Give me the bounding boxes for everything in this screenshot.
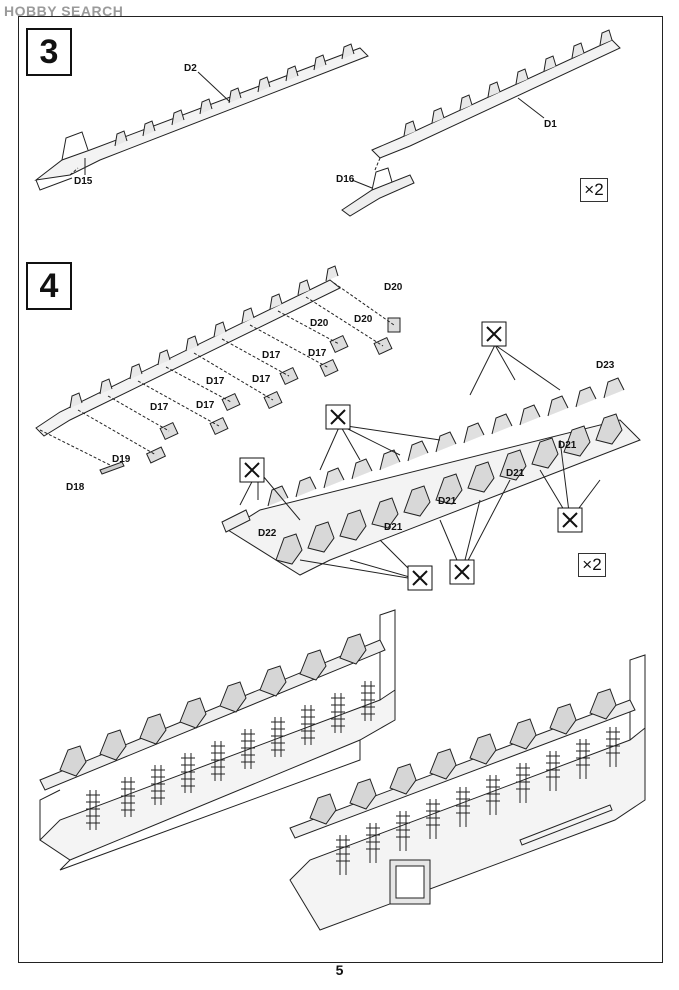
part-label-d21: D21: [506, 468, 525, 479]
part-label-d2: D2: [184, 63, 197, 74]
part-label-d23: D23: [596, 360, 615, 371]
step-4-number: 4: [26, 262, 72, 310]
step-4-multiplier: ×2: [578, 553, 606, 577]
part-label-d20: D20: [384, 282, 403, 293]
part-label-d17: D17: [196, 400, 215, 411]
watermark: HOBBY SEARCH: [4, 3, 124, 19]
step-3-multiplier: ×2: [580, 178, 608, 202]
part-label-d17: D17: [262, 350, 281, 361]
part-label-d17: D17: [252, 374, 271, 385]
page-number: 5: [335, 962, 344, 978]
step-3-number: 3: [26, 28, 72, 76]
part-label-d21: D21: [438, 496, 457, 507]
page-frame: [18, 16, 663, 963]
part-label-d20: D20: [354, 314, 373, 325]
part-label-d17: D17: [150, 402, 169, 413]
part-label-d1: D1: [544, 119, 557, 130]
part-label-d20: D20: [310, 318, 329, 329]
part-label-d17: D17: [308, 348, 327, 359]
part-label-d17: D17: [206, 376, 225, 387]
part-label-d21: D21: [384, 522, 403, 533]
part-label-d18: D18: [66, 482, 85, 493]
part-label-d19: D19: [112, 454, 131, 465]
part-label-d22: D22: [258, 528, 277, 539]
part-label-d21: D21: [558, 440, 577, 451]
part-label-d15: D15: [74, 176, 93, 187]
part-label-d16: D16: [336, 174, 355, 185]
